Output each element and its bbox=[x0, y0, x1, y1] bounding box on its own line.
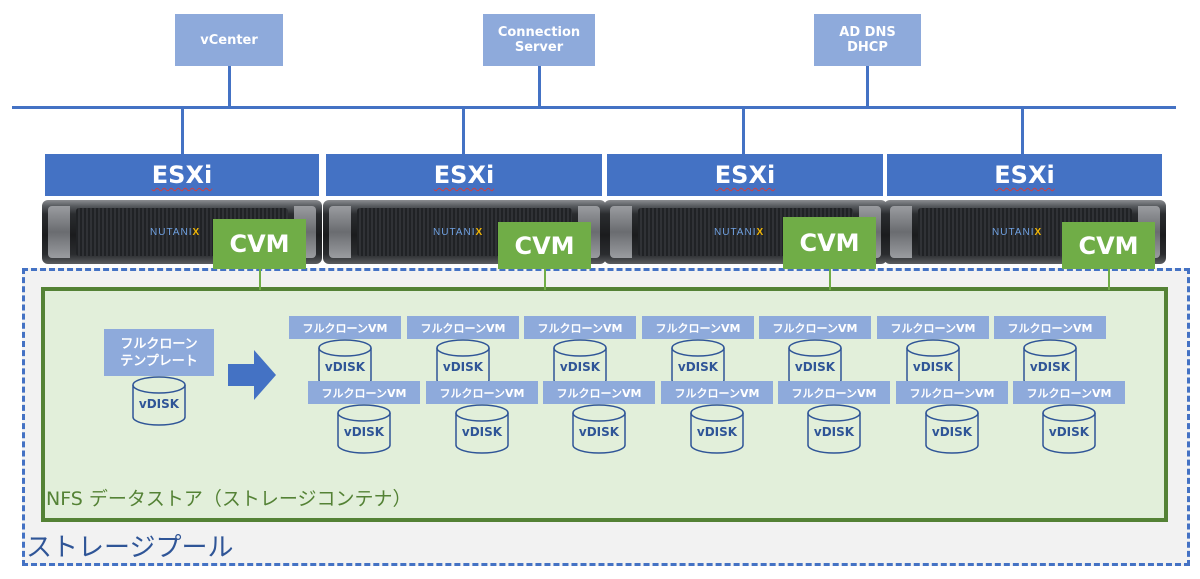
vdisk-13: vDISK bbox=[924, 404, 980, 454]
vdisk-label-5: vDISK bbox=[794, 360, 836, 374]
vdisk-6: vDISK bbox=[905, 339, 961, 389]
esxi-label-1: ESXi bbox=[151, 161, 213, 189]
full-clone-vm-6: フルクローンVM bbox=[877, 316, 989, 339]
cvm-connector-1 bbox=[259, 269, 261, 290]
connection-server-connector bbox=[538, 66, 541, 107]
vdisk-11: vDISK bbox=[689, 404, 745, 454]
vdisk-7: vDISK bbox=[1022, 339, 1078, 389]
network-bus-line bbox=[12, 106, 1176, 109]
vdisk-14: vDISK bbox=[1041, 404, 1097, 454]
host-connector-3 bbox=[742, 108, 745, 154]
full-clone-vm-3: フルクローンVM bbox=[524, 316, 636, 339]
full-clone-vm-7: フルクローンVM bbox=[994, 316, 1106, 339]
template-vdisk-label: vDISK bbox=[138, 397, 180, 411]
storage-pool-label: ストレージプール bbox=[26, 533, 234, 563]
full-clone-vm-4: フルクローンVM bbox=[642, 316, 754, 339]
vdisk-label-7: vDISK bbox=[1029, 360, 1071, 374]
full-clone-vm-8: フルクローンVM bbox=[308, 381, 420, 404]
vdisk-label-2: vDISK bbox=[442, 360, 484, 374]
vcenter-node: vCenter bbox=[175, 14, 283, 66]
vdisk-label-8: vDISK bbox=[343, 425, 385, 439]
host-connector-4 bbox=[1021, 108, 1024, 154]
vcenter-connector bbox=[228, 66, 231, 107]
esxi-host-2: ESXi bbox=[326, 154, 602, 196]
clone-arrow-icon bbox=[228, 350, 276, 400]
cvm-2: CVM bbox=[498, 222, 591, 269]
cvm-4: CVM bbox=[1062, 222, 1155, 269]
esxi-label-2: ESXi bbox=[433, 161, 495, 189]
esxi-label-3: ESXi bbox=[714, 161, 776, 189]
vdisk-5: vDISK bbox=[787, 339, 843, 389]
vdisk-label-4: vDISK bbox=[677, 360, 719, 374]
cvm-1: CVM bbox=[213, 219, 306, 269]
vdisk-label-12: vDISK bbox=[813, 425, 855, 439]
vdisk-label-10: vDISK bbox=[578, 425, 620, 439]
full-clone-vm-10: フルクローンVM bbox=[543, 381, 655, 404]
vdisk-10: vDISK bbox=[571, 404, 627, 454]
vdisk-label-6: vDISK bbox=[912, 360, 954, 374]
full-clone-vm-11: フルクローンVM bbox=[661, 381, 773, 404]
cvm-connector-3 bbox=[829, 269, 831, 290]
vdisk-label-13: vDISK bbox=[931, 425, 973, 439]
vdisk-label-9: vDISK bbox=[461, 425, 503, 439]
vdisk-label-11: vDISK bbox=[696, 425, 738, 439]
datastore-label: NFS データストア（ストレージコンテナ） bbox=[46, 488, 412, 510]
full-clone-vm-9: フルクローンVM bbox=[426, 381, 538, 404]
cvm-3: CVM bbox=[783, 217, 876, 269]
full-clone-vm-2: フルクローンVM bbox=[407, 316, 519, 339]
vdisk-label-1: vDISK bbox=[324, 360, 366, 374]
vdisk-8: vDISK bbox=[336, 404, 392, 454]
esxi-host-1: ESXi bbox=[45, 154, 319, 196]
connection-server-node: Connection Server bbox=[483, 14, 595, 66]
vdisk-1: vDISK bbox=[317, 339, 373, 389]
ad-dns-dhcp-connector bbox=[866, 66, 869, 107]
host-connector-2 bbox=[462, 108, 465, 154]
esxi-host-4: ESXi bbox=[887, 154, 1162, 196]
full-clone-vm-12: フルクローンVM bbox=[778, 381, 890, 404]
nutanix-logo-2: NUTANIX bbox=[433, 227, 484, 238]
vdisk-4: vDISK bbox=[670, 339, 726, 389]
esxi-host-3: ESXi bbox=[607, 154, 883, 196]
vdisk-label-14: vDISK bbox=[1048, 425, 1090, 439]
vdisk-label-3: vDISK bbox=[559, 360, 601, 374]
nutanix-logo-1: NUTANIX bbox=[150, 227, 201, 238]
ad-dns-dhcp-node: AD DNS DHCP bbox=[814, 14, 921, 66]
esxi-label-4: ESXi bbox=[994, 161, 1055, 189]
full-clone-vm-14: フルクローンVM bbox=[1013, 381, 1125, 404]
vdisk-9: vDISK bbox=[454, 404, 510, 454]
host-connector-1 bbox=[181, 108, 184, 154]
full-clone-vm-5: フルクローンVM bbox=[759, 316, 871, 339]
template-box: フルクローン テンプレート bbox=[104, 329, 214, 376]
cvm-connector-2 bbox=[544, 269, 546, 290]
nutanix-logo-3: NUTANIX bbox=[714, 227, 765, 238]
cvm-connector-4 bbox=[1108, 269, 1110, 290]
full-clone-vm-13: フルクローンVM bbox=[896, 381, 1008, 404]
vdisk-12: vDISK bbox=[806, 404, 862, 454]
template-vdisk: vDISK bbox=[131, 376, 187, 426]
vdisk-3: vDISK bbox=[552, 339, 608, 389]
nutanix-logo-4: NUTANIX bbox=[992, 227, 1043, 238]
full-clone-vm-1: フルクローンVM bbox=[289, 316, 401, 339]
